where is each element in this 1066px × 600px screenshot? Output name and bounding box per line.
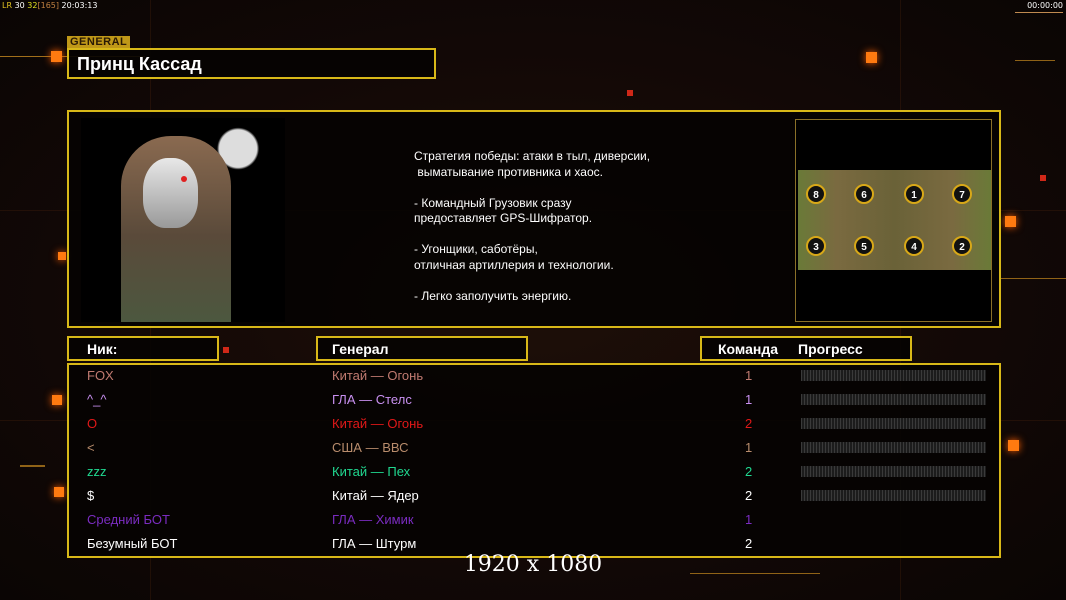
general-title-box: Принц Кассад — [67, 48, 436, 79]
player-row[interactable]: ^_^ ГЛА — Стелс 1 — [69, 389, 999, 413]
player-row[interactable]: FOX Китай — Огонь 1 — [69, 365, 999, 389]
decor-line — [1015, 60, 1055, 61]
map-preview[interactable]: 8 6 1 7 3 5 4 2 — [795, 119, 992, 322]
description-line: отличная артиллерия и технологии. — [414, 257, 614, 272]
player-row[interactable]: Безумный БОТ ГЛА — Штурм 2 — [69, 533, 999, 557]
fps-value: [165] — [37, 1, 59, 10]
map-terrain: 8 6 1 7 3 5 4 2 — [798, 170, 991, 270]
player-nick: < — [87, 440, 95, 455]
decor-square — [627, 90, 633, 96]
player-team: 1 — [745, 440, 753, 455]
player-general: ГЛА — Штурм — [332, 536, 417, 551]
player-team: 2 — [745, 464, 753, 479]
general-portrait — [81, 118, 285, 322]
header-progress-label: Прогресс — [798, 341, 863, 357]
portrait-eye — [181, 176, 187, 182]
player-general: ГЛА — Химик — [332, 512, 414, 527]
map-start-slot: 8 — [806, 184, 826, 204]
header-team-progress: Команда Прогресс — [700, 336, 912, 361]
progress-bar — [801, 490, 986, 501]
player-general: США — ВВС — [332, 440, 409, 455]
player-team: 2 — [745, 416, 753, 431]
header-general: Генерал — [316, 336, 528, 361]
map-start-slot: 7 — [952, 184, 972, 204]
player-general: Китай — Пех — [332, 464, 411, 479]
decor-square — [1008, 440, 1019, 451]
description-line — [414, 227, 650, 243]
decor-square — [223, 347, 229, 353]
clock: 20:03:13 — [61, 1, 98, 10]
progress-bar — [801, 394, 986, 405]
fps-value: 30 — [14, 1, 25, 10]
progress-bar — [801, 370, 986, 381]
player-team: 2 — [745, 536, 753, 551]
player-nick: Безумный БОТ — [87, 536, 178, 551]
player-team: 1 — [745, 512, 753, 527]
fps-label: LR — [2, 1, 13, 10]
decor-square — [54, 487, 64, 497]
fps-value: 32 — [27, 1, 38, 10]
map-start-slot: 3 — [806, 236, 826, 256]
decor-square — [1040, 175, 1046, 181]
player-general: Китай — Огонь — [332, 368, 424, 383]
portrait-mask — [143, 158, 198, 228]
player-nick: zzz — [87, 464, 107, 479]
player-nick: O — [87, 416, 98, 431]
player-row[interactable]: $ Китай — Ядер 2 — [69, 485, 999, 509]
decor-line — [20, 465, 45, 467]
map-start-slot: 5 — [854, 236, 874, 256]
description-line — [414, 273, 650, 289]
decor-square — [866, 52, 877, 63]
map-start-slot: 6 — [854, 184, 874, 204]
player-row[interactable]: < США — ВВС 1 — [69, 437, 999, 461]
player-row[interactable]: Средний БОТ ГЛА — Химик 1 — [69, 509, 999, 533]
header-general-label: Генерал — [332, 341, 389, 357]
description-line: - Угонщики, саботёры, — [414, 242, 538, 256]
general-name: Принц Кассад — [77, 54, 202, 74]
player-team: 1 — [745, 392, 753, 407]
player-nick: Средний БОТ — [87, 512, 170, 527]
timer-underline — [1015, 12, 1063, 13]
header-nick: Ник: — [67, 336, 219, 361]
player-row[interactable]: O Китай — Огонь 2 — [69, 413, 999, 437]
resolution-label: 1920 x 1080 — [463, 552, 603, 577]
player-nick: $ — [87, 488, 95, 503]
decor-line — [690, 573, 820, 574]
player-row[interactable]: zzz Китай — Пех 2 — [69, 461, 999, 485]
decor-square — [51, 51, 62, 62]
map-start-slot: 1 — [904, 184, 924, 204]
player-general: Китай — Огонь — [332, 416, 424, 431]
header-nick-label: Ник: — [87, 341, 118, 357]
header-team-label: Команда — [718, 341, 778, 357]
decor-square — [52, 395, 62, 405]
player-general: Китай — Ядер — [332, 488, 419, 503]
player-nick: FOX — [87, 368, 114, 383]
decor-square — [58, 252, 66, 260]
general-description: Стратегия победы: атаки в тыл, диверсии,… — [414, 149, 650, 304]
description-line — [414, 180, 650, 196]
player-nick: ^_^ — [87, 392, 107, 407]
progress-bar — [801, 442, 986, 453]
decor-square — [1005, 216, 1016, 227]
game-timer: 00:00:00 — [1027, 1, 1063, 10]
description-line: - Командный Грузовик сразу — [414, 195, 572, 210]
map-start-slot: 2 — [952, 236, 972, 256]
decor-line — [1000, 278, 1066, 279]
progress-bar — [801, 418, 986, 429]
player-team: 2 — [745, 488, 753, 503]
description-line: - Легко заполучить энергию. — [414, 288, 572, 303]
description-line: Стратегия победы: атаки в тыл, диверсии, — [414, 149, 651, 163]
progress-bar — [801, 466, 986, 477]
map-start-slot: 4 — [904, 236, 924, 256]
description-line: предоставляет GPS-Шифратор. — [414, 211, 593, 225]
description-line: выматывание противника и хаос. — [414, 164, 603, 179]
general-info-panel: Стратегия победы: атаки в тыл, диверсии,… — [67, 110, 1001, 328]
player-team: 1 — [745, 368, 753, 383]
fps-counter: LR 30 32[165] 20:03:13 — [2, 1, 97, 10]
general-tag: GENERAL — [67, 36, 131, 48]
player-general: ГЛА — Стелс — [332, 392, 412, 407]
